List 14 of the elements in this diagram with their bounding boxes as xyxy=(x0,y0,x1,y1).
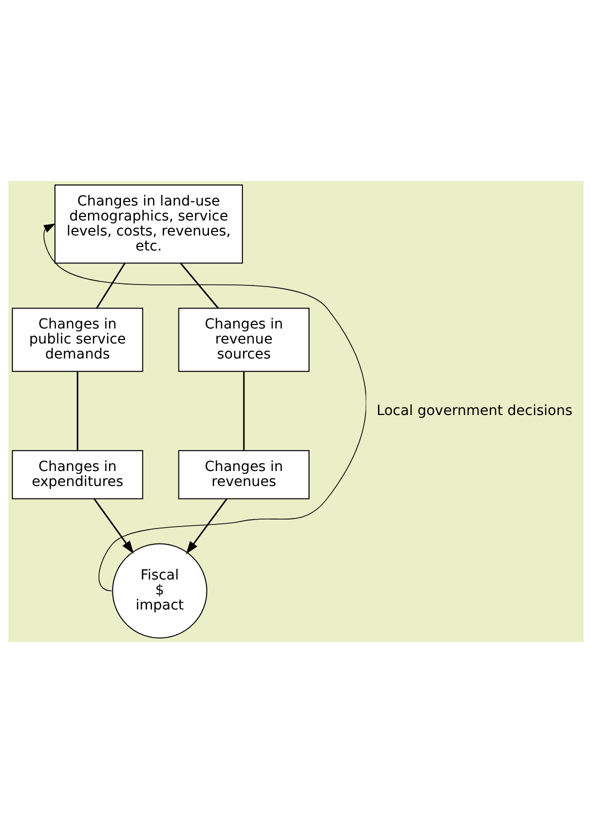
node-box: Changes in revenues xyxy=(178,450,310,499)
connector xyxy=(180,262,219,308)
node-box: Changes in revenue sources xyxy=(178,307,310,372)
connector xyxy=(96,262,126,308)
connector xyxy=(243,371,245,450)
node-box: Changes in land-use demographics, service levels, costs, revenues, etc. xyxy=(54,184,243,264)
connector xyxy=(76,371,78,450)
node-box: Changes in public service demands xyxy=(12,307,144,372)
edge-label: Local government decisions xyxy=(376,402,572,419)
node-circle: Fiscal $ impact xyxy=(112,542,208,638)
arrow xyxy=(186,498,228,554)
node-box: Changes in expenditures xyxy=(12,450,144,499)
arrow xyxy=(94,498,134,554)
arrow xyxy=(43,223,367,591)
